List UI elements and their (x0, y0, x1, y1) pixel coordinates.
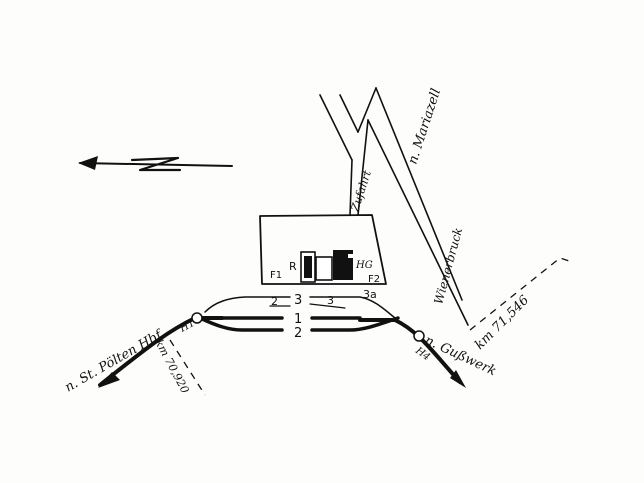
track-label-1: 1 (294, 312, 302, 327)
mainline-east (358, 318, 462, 384)
track-3-right (309, 296, 396, 319)
building-label-f2: F2 (368, 274, 380, 285)
road-edge (319, 94, 353, 161)
destination-west: n. St. Pölten Hbf (63, 327, 167, 396)
road-edge (339, 94, 359, 133)
building-label-r: R (289, 260, 297, 273)
road-label-mariazell: n. Mariazell (406, 87, 445, 166)
east-arrow-icon (450, 370, 466, 388)
signal-west-icon (191, 312, 203, 324)
north-letter (130, 156, 182, 172)
track-label-3-right: 3 (327, 294, 334, 307)
arrowhead-icon (78, 156, 98, 170)
km-label-west: km 70,920 (152, 337, 191, 395)
signal-east-icon (413, 330, 425, 342)
buildings (300, 250, 353, 283)
roads (319, 87, 469, 326)
building-label-hg: HG (355, 260, 373, 271)
track-label-2: 2 (294, 326, 302, 341)
road-edge (349, 159, 353, 216)
km-marker-east (469, 257, 573, 331)
building-label-f1: F1 (270, 270, 282, 281)
road-edge (375, 87, 463, 301)
road-edge (357, 119, 369, 216)
building-r-fill (304, 256, 312, 278)
track-3-left (204, 296, 291, 313)
north-arrow (78, 156, 233, 172)
road-edge (367, 119, 469, 326)
track-label-3: 3 (294, 293, 302, 308)
road-edge (357, 87, 377, 133)
building-annex (315, 256, 333, 281)
track-2-right (310, 316, 400, 332)
station-yard (259, 214, 387, 285)
track-2-left (198, 316, 284, 332)
track-label-3a: 3a (363, 288, 377, 301)
km-marker-west (169, 339, 206, 396)
west-arrow-icon (98, 372, 120, 388)
km-label-east: km 71,546 (472, 293, 532, 353)
track-label-2-small: 2 (271, 295, 278, 308)
